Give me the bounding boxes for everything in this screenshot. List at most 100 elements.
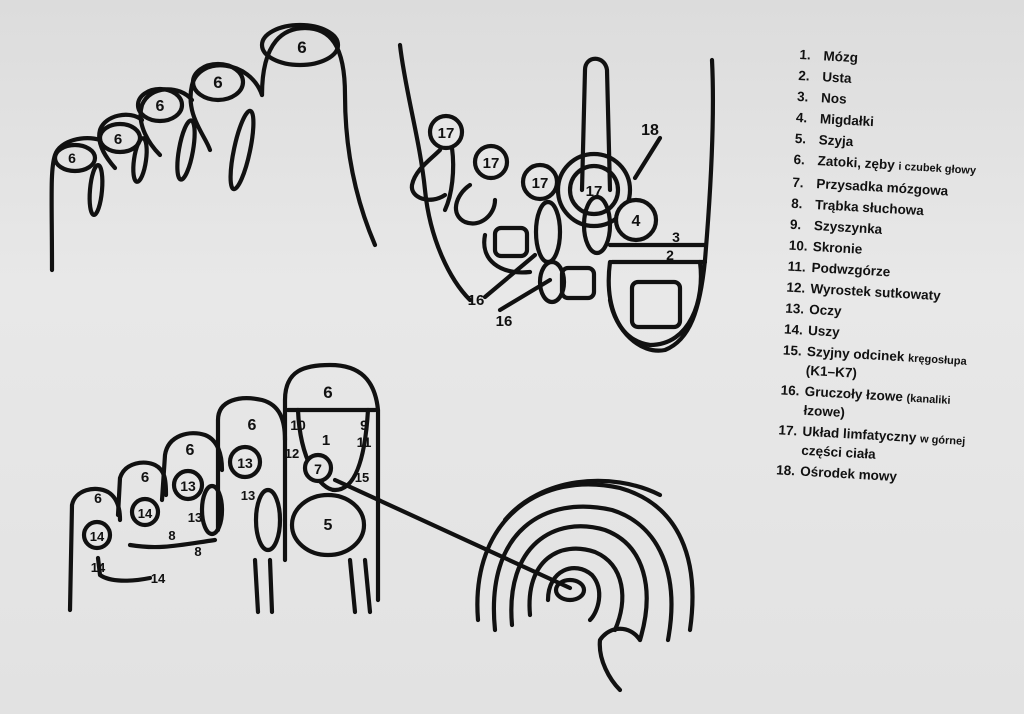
top-center-underside-view: 17 17 17 17 18 4 3 2 16 16 [397, 42, 716, 353]
label-6: 6 [186, 442, 195, 459]
fingerprint-ridge [502, 478, 663, 523]
toe2-base-lines [252, 557, 275, 615]
label-6: 6 [323, 383, 332, 402]
label-10: 10 [290, 417, 306, 433]
legend-number: 4. [795, 109, 808, 126]
legend-label: Mózg [823, 48, 859, 66]
eye-circle-13 [171, 468, 205, 502]
legend-label-line2: (K1–K7) [805, 362, 858, 381]
foot-left-edge [397, 42, 473, 303]
legend-number: 17. [778, 422, 798, 439]
label-8: 8 [194, 544, 201, 559]
label-6: 6 [141, 469, 149, 486]
label-13: 13 [241, 488, 255, 503]
top-left-toes-view: 6 6 6 6 6 [49, 22, 378, 273]
big-toe-ring-outer [555, 151, 633, 229]
toe3-outline [159, 431, 225, 503]
legend-number: 2. [797, 67, 811, 84]
legend-number: 18. [775, 462, 796, 479]
label-11: 11 [357, 434, 372, 450]
legend-label: Wyrostek sutkowaty [810, 280, 941, 304]
bottom-toes-view: 6 6 6 6 6 10 1 9 11 12 7 15 5 13 13 13 1… [67, 362, 573, 615]
legend-number: 5. [794, 130, 807, 147]
legend-number: 10. [788, 237, 809, 254]
toe5-joint [87, 162, 105, 218]
toe2-cap [190, 61, 246, 103]
label-17: 17 [532, 175, 549, 192]
legend-number: 16. [780, 382, 800, 399]
big-toe-ring-inner [567, 163, 621, 217]
fingerprint-ridge [509, 524, 649, 643]
big-toe-nail [629, 279, 683, 330]
fingerprint-ridge [491, 504, 674, 643]
toe2-nail [559, 265, 597, 301]
big-toe-base-lines [347, 557, 373, 615]
legend-label: Nos [820, 90, 848, 107]
legend-number: 13. [784, 300, 805, 317]
legend-label-small: kręgosłupa [907, 352, 967, 368]
legend-item: 15.Szyjny odcinek kręgosłupa(K1–K7) [781, 342, 998, 390]
legend-label: Przysadka mózgowa [815, 176, 949, 199]
legend-number: 12. [786, 279, 806, 296]
label-16: 16 [496, 313, 513, 330]
nose-mouth-bands [607, 242, 708, 265]
legend-label-small: i czubek głowy [898, 160, 977, 178]
label-13: 13 [188, 510, 202, 525]
fingerprint-illustration [475, 478, 695, 693]
legend-label: Szyszynka [813, 218, 883, 237]
legend-label: Skronie [812, 239, 863, 257]
label-15: 15 [355, 470, 369, 485]
big-toe-cap [259, 22, 341, 68]
pituitary-circle-7 [302, 452, 334, 484]
toe2-joint [228, 108, 256, 192]
big-toe-pad [606, 259, 703, 348]
label-17: 17 [586, 183, 603, 200]
pointer-line [332, 477, 573, 591]
label-16: 16 [468, 292, 485, 309]
big-toe-stem [579, 56, 613, 193]
legend-label: Trąbka słuchowa [814, 197, 925, 219]
eye-circle-13 [227, 444, 263, 480]
legend-label: Układ limfatyczny [802, 423, 917, 446]
tear-gland-16a [533, 199, 563, 265]
label-18: 18 [641, 122, 659, 139]
label-7: 7 [314, 461, 322, 477]
label-6: 6 [213, 73, 222, 92]
label-5: 5 [324, 517, 333, 534]
label-9: 9 [360, 417, 368, 433]
toe5-outline [67, 486, 123, 613]
tear-gland-pointers [482, 252, 553, 313]
toe5-link [442, 145, 456, 213]
label-17: 17 [438, 125, 455, 142]
legend-label-small: (kanaliki [906, 392, 951, 407]
toe3-bottom [482, 232, 533, 275]
fingerprint-ridge [527, 546, 625, 633]
legend-number: 14. [783, 321, 804, 338]
label-14: 14 [138, 506, 153, 521]
label-14: 14 [91, 560, 106, 575]
label-17: 17 [483, 155, 500, 172]
fingerprint-ridge [475, 482, 695, 633]
legend-label: Szyja [818, 132, 854, 150]
label-13: 13 [237, 455, 253, 471]
legend-number: 7. [791, 174, 805, 191]
toe3-joint [199, 483, 225, 537]
toe5-pad [409, 147, 448, 202]
label-6: 6 [114, 131, 122, 148]
label-3: 3 [672, 229, 680, 245]
fingerprint-ridge [545, 566, 602, 623]
label-14: 14 [90, 529, 105, 544]
toe3-outline [138, 87, 195, 158]
fingerprint-lower-ridge [597, 626, 643, 693]
ear-circle-14 [129, 496, 161, 528]
tonsil-circle-4 [613, 197, 659, 243]
legend-label: Podwzgórze [811, 260, 891, 280]
toe3-nail [492, 225, 530, 259]
legend-label: Zatoki, zęby [817, 153, 896, 173]
label-6: 6 [68, 150, 76, 166]
toe4-outline [97, 112, 145, 171]
